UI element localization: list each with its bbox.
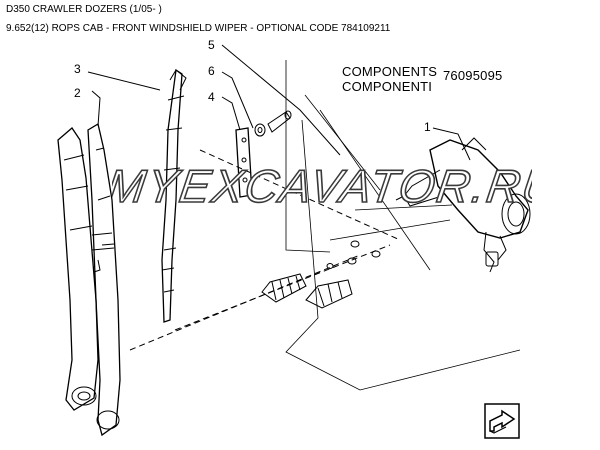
- callout-5: 5: [208, 38, 215, 52]
- leader-line-4: [221, 96, 241, 131]
- components-label-it: COMPONENTI: [342, 79, 433, 94]
- section-title: 9.652(12) ROPS CAB - FRONT WINDSHIELD WI…: [6, 23, 391, 34]
- components-label-en: COMPONENTS: [342, 64, 438, 79]
- callout-2: 2: [74, 86, 81, 100]
- callout-4: 4: [208, 90, 215, 104]
- leader-line-5: [221, 44, 341, 156]
- callout-3: 3: [74, 62, 81, 76]
- page-title: D350 CRAWLER DOZERS (1/05- ): [6, 4, 162, 15]
- leader-line-2: [91, 90, 101, 127]
- leader-line-3: [87, 71, 161, 91]
- next-page-arrow-icon[interactable]: [484, 403, 520, 439]
- callout-6: 6: [208, 64, 215, 78]
- leader-line-6: [221, 71, 254, 129]
- leader-line-1: [432, 127, 471, 161]
- callout-1: 1: [424, 120, 431, 134]
- kit-part-number: 76095095: [443, 68, 503, 83]
